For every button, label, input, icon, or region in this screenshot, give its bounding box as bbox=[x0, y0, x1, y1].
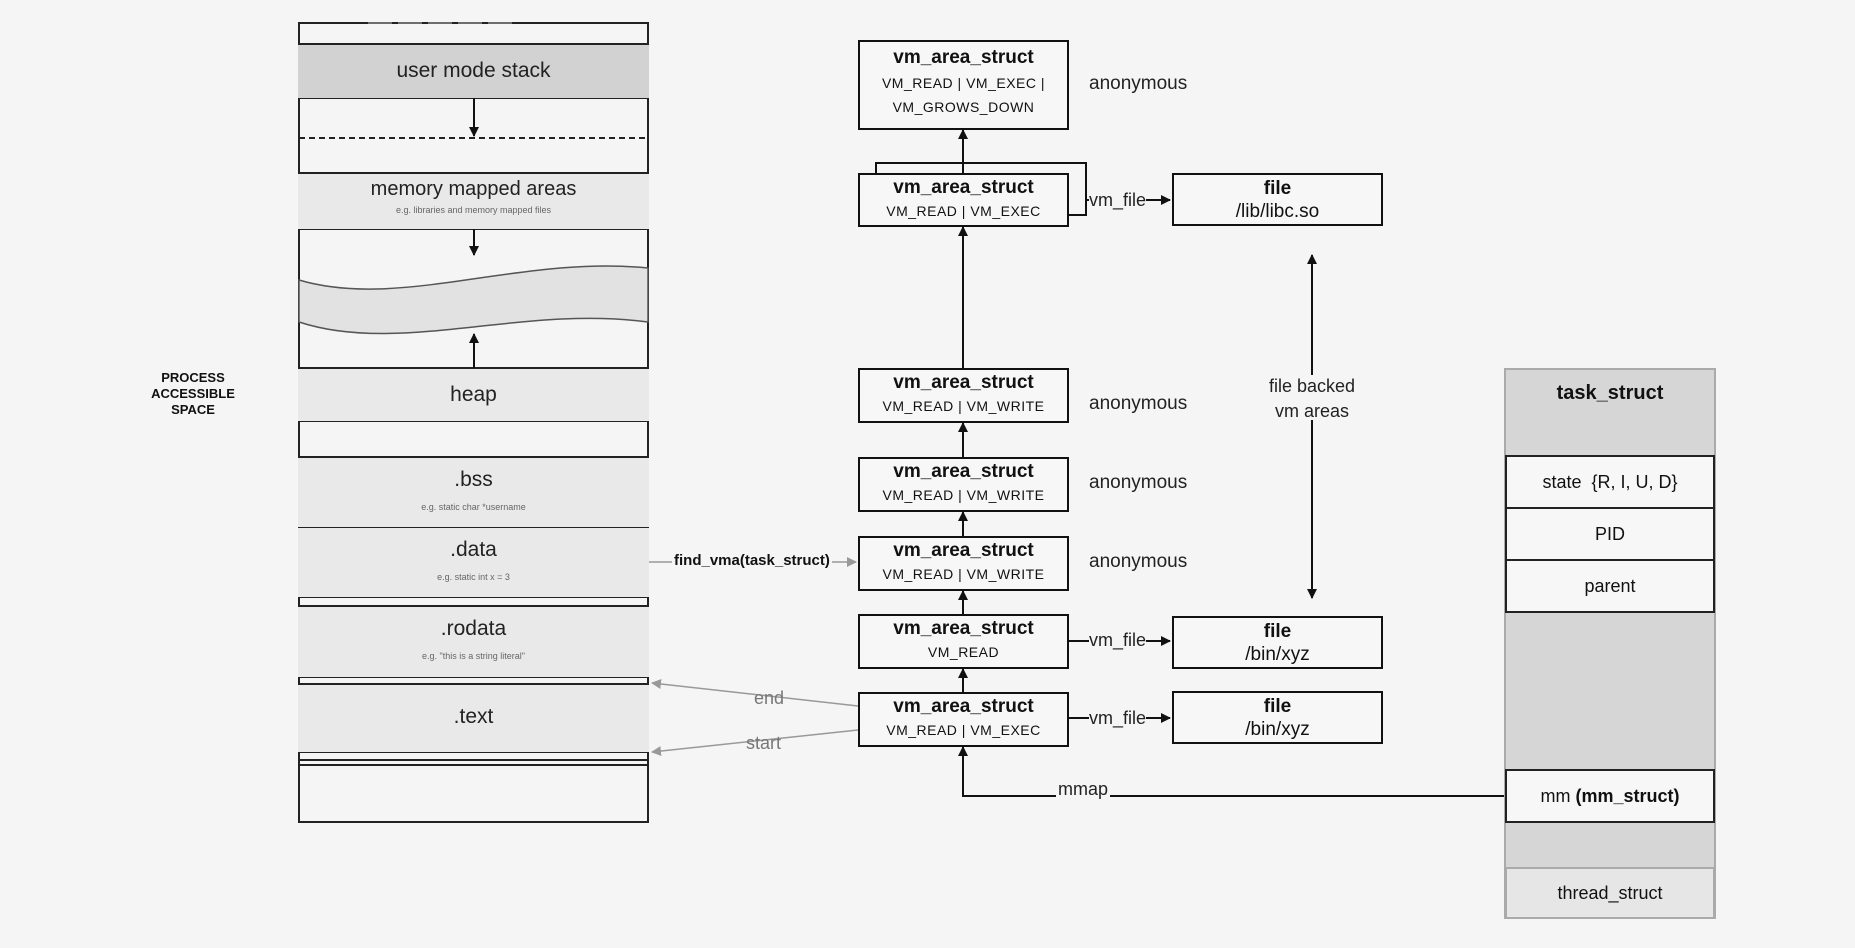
vma-flags: VM_READ | VM_WRITE bbox=[882, 398, 1045, 414]
data-segment: .data e.g. static int x = 3 bbox=[298, 528, 649, 597]
task-parent-field: parent bbox=[1505, 559, 1715, 613]
mm-value: (mm_struct) bbox=[1575, 786, 1680, 806]
segment-title: .text bbox=[453, 705, 494, 728]
file-label: file bbox=[1263, 178, 1292, 199]
file-box-libc: file /lib/libc.so bbox=[1172, 173, 1383, 226]
vma-box-data: vm_area_struct VM_READ | VM_WRITE bbox=[858, 536, 1069, 591]
memory-mapped-areas-segment: memory mapped areas e.g. libraries and m… bbox=[298, 174, 649, 229]
bss-segment: .bss e.g. static char *username bbox=[298, 458, 649, 527]
vma-title: vm_area_struct bbox=[893, 696, 1034, 717]
memory-column-frame bbox=[298, 22, 649, 823]
segment-example: e.g. static char *username bbox=[421, 502, 526, 512]
vma-title: vm_area_struct bbox=[893, 540, 1034, 561]
task-struct-container bbox=[1504, 368, 1716, 919]
vma-title: vm_area_struct bbox=[893, 461, 1034, 482]
free-space-wave bbox=[298, 265, 649, 335]
text-segment: .text bbox=[298, 685, 649, 752]
end-label: end bbox=[754, 688, 785, 708]
vma-flags: VM_GROWS_DOWN bbox=[892, 99, 1035, 115]
side-label-line: PROCESS bbox=[161, 370, 225, 385]
state-prefix: state bbox=[1542, 472, 1582, 492]
file-backed-line: file backed bbox=[1268, 376, 1356, 396]
segment-example: e.g. libraries and memory mapped files bbox=[395, 205, 552, 215]
vma-flags: VM_READ | VM_EXEC bbox=[886, 722, 1041, 738]
start-pointer-arrow bbox=[651, 729, 859, 757]
vma-flags: VM_READ bbox=[927, 644, 1000, 660]
file-backed-line: vm areas bbox=[1274, 401, 1350, 421]
segment-title: .bss bbox=[454, 468, 493, 491]
vma-box-libc: vm_area_struct VM_READ | VM_EXEC bbox=[858, 173, 1069, 227]
mmap-connector bbox=[958, 746, 1505, 797]
vma-box-rodata: vm_area_struct VM_READ bbox=[858, 614, 1069, 669]
vma-title: vm_area_struct bbox=[893, 372, 1034, 393]
start-label: start bbox=[746, 733, 782, 753]
vma-box-text: vm_area_struct VM_READ | VM_EXEC bbox=[858, 692, 1069, 747]
end-pointer-arrow bbox=[651, 679, 859, 707]
file-path: /bin/xyz bbox=[1245, 644, 1310, 665]
side-label-line: SPACE bbox=[171, 402, 215, 417]
file-label: file bbox=[1263, 621, 1292, 642]
vm-file-label: vm_file bbox=[1089, 630, 1147, 651]
file-backed-label: file backed vm areas bbox=[1252, 374, 1372, 424]
mm-prefix: mm bbox=[1540, 786, 1571, 806]
segment-title: heap bbox=[450, 383, 497, 406]
vma-box-heap: vm_area_struct VM_READ | VM_WRITE bbox=[858, 368, 1069, 423]
file-box-xyz: file /bin/xyz bbox=[1172, 691, 1383, 744]
pid-label: PID bbox=[1594, 524, 1625, 544]
segment-example: e.g. static int x = 3 bbox=[437, 572, 510, 582]
vm-file-label: vm_file bbox=[1089, 190, 1147, 211]
file-path: /bin/xyz bbox=[1245, 719, 1310, 740]
task-struct-title: task_struct bbox=[1556, 382, 1664, 404]
thread-label: thread_struct bbox=[1557, 883, 1663, 903]
segment-title: memory mapped areas bbox=[370, 178, 577, 200]
file-label: file bbox=[1263, 696, 1292, 717]
vma-flags: VM_READ | VM_EXEC bbox=[886, 203, 1041, 219]
segment-title: .rodata bbox=[440, 617, 507, 640]
anonymous-label: anonymous bbox=[1089, 73, 1188, 94]
segment-title: user mode stack bbox=[396, 59, 551, 82]
vm-file-label: vm_file bbox=[1089, 708, 1147, 729]
task-state-field: state {R, I, U, D} bbox=[1505, 455, 1715, 509]
vma-title: vm_area_struct bbox=[893, 618, 1034, 639]
segment-example: e.g. "this is a string literal" bbox=[422, 651, 525, 661]
vma-flags: VM_READ | VM_WRITE bbox=[882, 487, 1045, 503]
parent-label: parent bbox=[1584, 576, 1636, 596]
task-pid-field: PID bbox=[1505, 507, 1715, 561]
rodata-segment: .rodata e.g. "this is a string literal" bbox=[298, 607, 649, 677]
task-thread-field: thread_struct bbox=[1505, 867, 1715, 919]
heap-segment: heap bbox=[298, 369, 649, 421]
vma-stack-shadow bbox=[875, 162, 1087, 216]
side-label-line: ACCESSIBLE bbox=[151, 386, 235, 401]
vma-title: vm_area_struct bbox=[893, 177, 1034, 198]
vma-box-stack: vm_area_struct VM_READ | VM_EXEC | VM_GR… bbox=[858, 40, 1069, 130]
vma-box-bss: vm_area_struct VM_READ | VM_WRITE bbox=[858, 457, 1069, 512]
anonymous-label: anonymous bbox=[1089, 393, 1188, 414]
user-mode-stack-segment: user mode stack bbox=[298, 45, 649, 98]
anonymous-label: anonymous bbox=[1089, 551, 1188, 572]
find-vma-label: find_vma(task_struct) bbox=[672, 552, 832, 569]
vma-flags: VM_READ | VM_EXEC | bbox=[881, 75, 1046, 91]
vma-title: vm_area_struct bbox=[893, 47, 1034, 68]
process-accessible-space-label: PROCESS ACCESSIBLE SPACE bbox=[140, 370, 246, 418]
segment-title: .data bbox=[450, 538, 497, 561]
file-box-xyz: file /bin/xyz bbox=[1172, 616, 1383, 669]
file-path: /lib/libc.so bbox=[1235, 201, 1320, 222]
anonymous-label: anonymous bbox=[1089, 472, 1188, 493]
vma-flags: VM_READ | VM_WRITE bbox=[882, 566, 1045, 582]
task-mm-field: mm (mm_struct) bbox=[1505, 769, 1715, 823]
mmap-label: mmap bbox=[1056, 779, 1111, 800]
state-value: {R, I, U, D} bbox=[1591, 472, 1678, 492]
